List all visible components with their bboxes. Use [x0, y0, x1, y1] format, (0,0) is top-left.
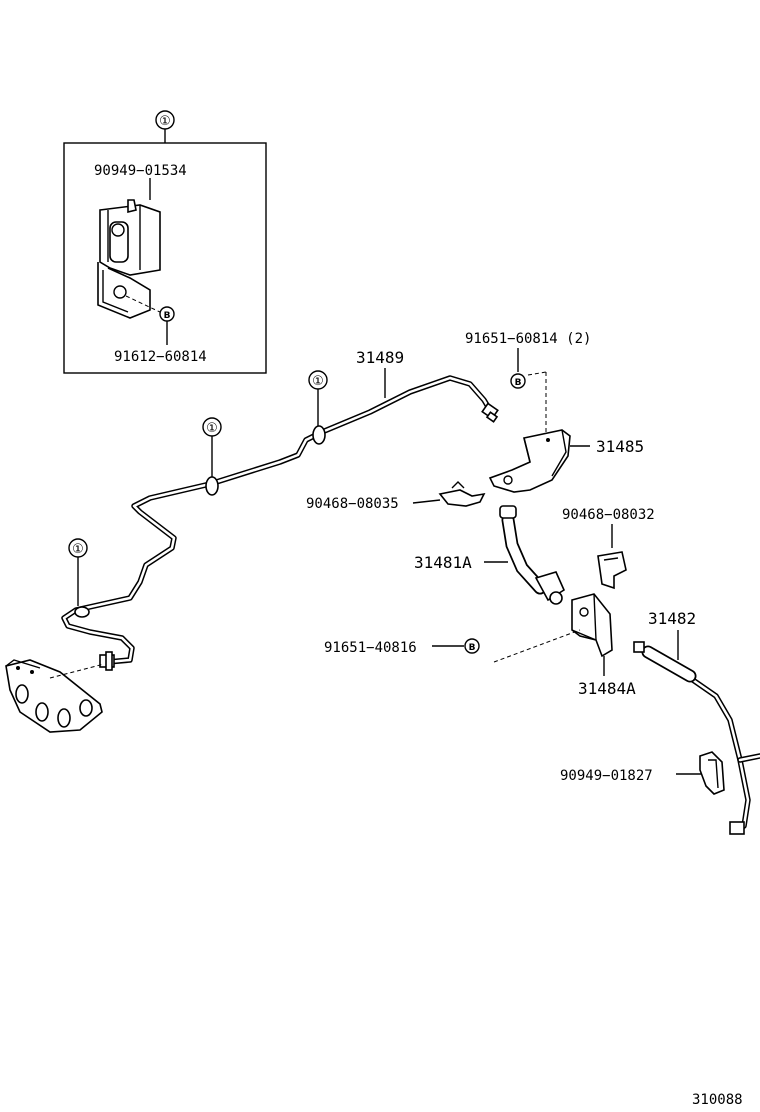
- label-91651-60814: 91651−60814 (2): [465, 331, 591, 347]
- label-91651-40816: 91651−40816: [324, 640, 417, 656]
- label-31482: 31482: [648, 609, 696, 628]
- label-31489: 31489: [356, 348, 404, 367]
- inset-frame: [63, 142, 267, 374]
- fuel-pipe-31489: [61, 375, 499, 671]
- bracket-31485-icon: [488, 429, 571, 493]
- label-90468-08035: 90468−08035: [306, 496, 399, 512]
- label-91612-60814: 91612−60814: [114, 349, 207, 365]
- clip-icon: [438, 481, 486, 507]
- label-90468-08032: 90468−08032: [562, 507, 655, 523]
- inset-callout: ①: [159, 114, 171, 129]
- bracket-31484A-icon: [571, 593, 613, 658]
- marker-b-2: [510, 373, 526, 389]
- svg-text:B: B: [469, 643, 476, 653]
- fuel-hose-31481A: [499, 505, 566, 605]
- pipe-clamp-icon: [205, 476, 219, 496]
- label-31484A: 31484A: [578, 679, 636, 698]
- svg-text:①: ①: [312, 374, 324, 389]
- svg-text:B: B: [164, 311, 171, 321]
- svg-text:B: B: [515, 378, 522, 388]
- grommet-icon: [699, 751, 725, 795]
- callout-clamp-b: ①: [308, 370, 328, 426]
- fuel-hose-31482: [633, 641, 760, 835]
- clamp-part-icon: [97, 199, 161, 319]
- callout-clamp-c: ①: [68, 538, 88, 606]
- inset-box: ① 90949−01534 B 91612−60814: [63, 110, 267, 374]
- pipe-clamp-icon: [312, 425, 326, 445]
- marker-b-3: [464, 638, 480, 654]
- diagram-id: 310088: [692, 1092, 743, 1108]
- label-31481A: 31481A: [414, 553, 472, 572]
- fuel-rail-icon: [5, 659, 103, 733]
- callout-clamp-a: ①: [202, 417, 222, 477]
- pipe-clamp-icon: [74, 606, 90, 618]
- label-31485: 31485: [596, 437, 644, 456]
- clip-b-icon: [597, 551, 627, 590]
- svg-text:①: ①: [72, 542, 84, 557]
- label-90949-01827: 90949−01827: [560, 768, 653, 784]
- svg-text:①: ①: [206, 421, 218, 436]
- label-90949-01534: 90949−01534: [94, 163, 187, 179]
